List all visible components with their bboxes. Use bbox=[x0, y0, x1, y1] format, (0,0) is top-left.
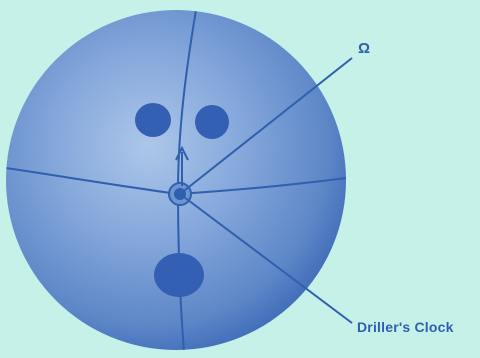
thumb-hole bbox=[154, 253, 204, 297]
omega-label: Ω bbox=[358, 40, 370, 57]
drillers-clock-label: Driller's Clock bbox=[357, 319, 454, 335]
left-finger-hole bbox=[135, 103, 171, 137]
right-finger-hole bbox=[195, 105, 229, 139]
ball-texture bbox=[6, 10, 346, 350]
